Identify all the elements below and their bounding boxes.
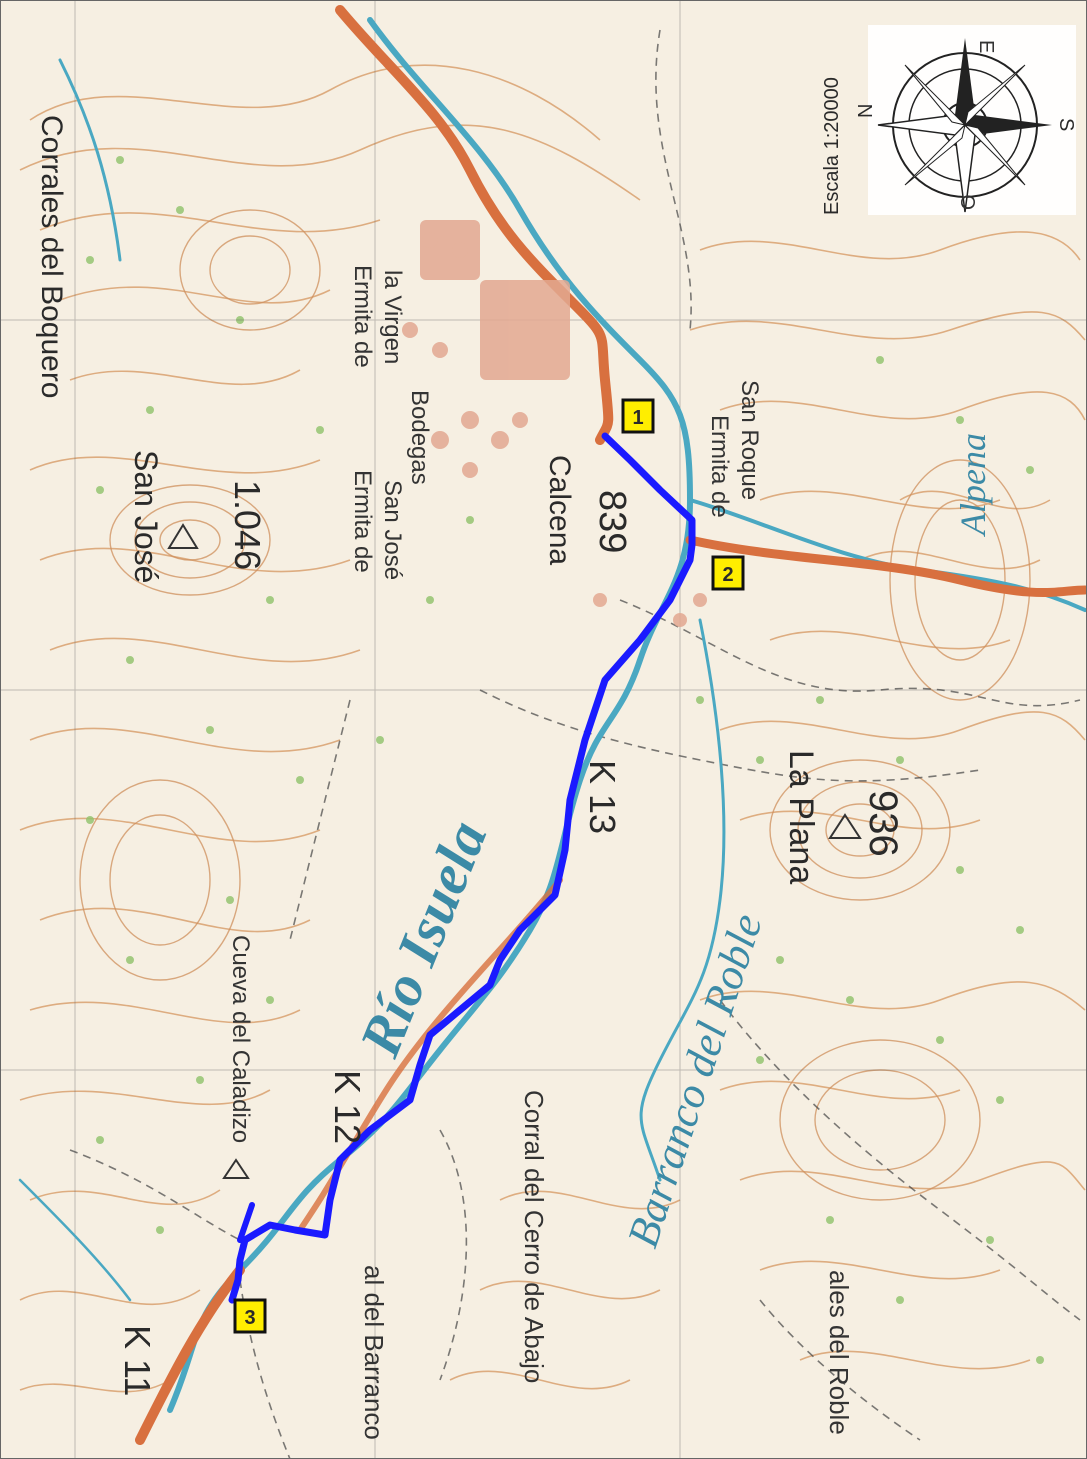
label-k13: K 13 — [582, 760, 623, 834]
cave-icon — [222, 1158, 250, 1179]
label-la-plana-elev: 936 — [861, 790, 905, 857]
label-ermita-sanroque-2: San Roque — [736, 380, 763, 500]
legend-panel: Escala 1:20000 N E S O — [821, 25, 1077, 215]
compass-n: N — [855, 104, 877, 118]
roads — [135, 5, 1087, 1445]
label-ermita-virgen-1: Ermita de — [349, 265, 376, 368]
label-cueva-caladizo: Cueva del Caladizo — [227, 935, 254, 1143]
label-ermita-sanjose-1: Ermita de — [349, 470, 376, 573]
compass-rose-icon — [877, 38, 1052, 213]
label-calcena: Calcena — [543, 455, 576, 565]
label-del-barranco: al del Barranco — [359, 1265, 389, 1440]
label-corral-cerro: Corral del Cerro de Abajo — [519, 1090, 549, 1383]
compass-o: O — [958, 194, 980, 210]
label-k12: K 12 — [327, 1070, 368, 1144]
summit-icon-la-plana — [828, 813, 862, 839]
label-ermita-sanjose-2: San José — [379, 480, 406, 580]
label-k11: K 11 — [117, 1325, 158, 1396]
town-blocks — [402, 220, 707, 627]
label-corrales: Corrales del Boquero — [35, 115, 68, 399]
contour-lines — [19, 64, 1086, 1393]
waypoint-1[interactable]: 1 — [621, 398, 655, 434]
compass-s: S — [1055, 118, 1077, 131]
compass-e: E — [975, 40, 997, 53]
vegetation-dots — [86, 156, 1044, 1364]
label-la-plana: La Plana — [782, 750, 820, 884]
waypoint-3[interactable]: 3 — [233, 1298, 267, 1334]
label-alpena: Alpena — [953, 433, 993, 537]
route-spur — [237, 1202, 255, 1243]
contour-clusters — [79, 209, 1031, 1201]
elevation-markers — [167, 523, 862, 1179]
summit-icon-san-jose — [167, 523, 199, 549]
label-san-jose-elev: 1.046 — [227, 480, 268, 570]
waypoint-3-label: 3 — [244, 1307, 255, 1329]
label-ermita-virgen-2: la Virgen — [379, 270, 406, 364]
waypoint-1-label: 1 — [632, 407, 643, 429]
tracks — [69, 29, 1081, 1459]
label-ermita-sanroque-1: Ermita de — [706, 415, 733, 518]
label-san-jose: San José — [128, 450, 164, 583]
scale-label: Escala 1:20000 — [821, 77, 843, 215]
waypoint-2[interactable]: 2 — [711, 555, 745, 591]
label-calcena-elev: 839 — [591, 490, 633, 553]
waypoint-2-label: 2 — [722, 564, 733, 586]
label-bodegas: Bodegas — [406, 390, 433, 485]
label-ales-roble: ales del Roble — [824, 1270, 854, 1435]
hiking-route — [228, 432, 696, 1304]
